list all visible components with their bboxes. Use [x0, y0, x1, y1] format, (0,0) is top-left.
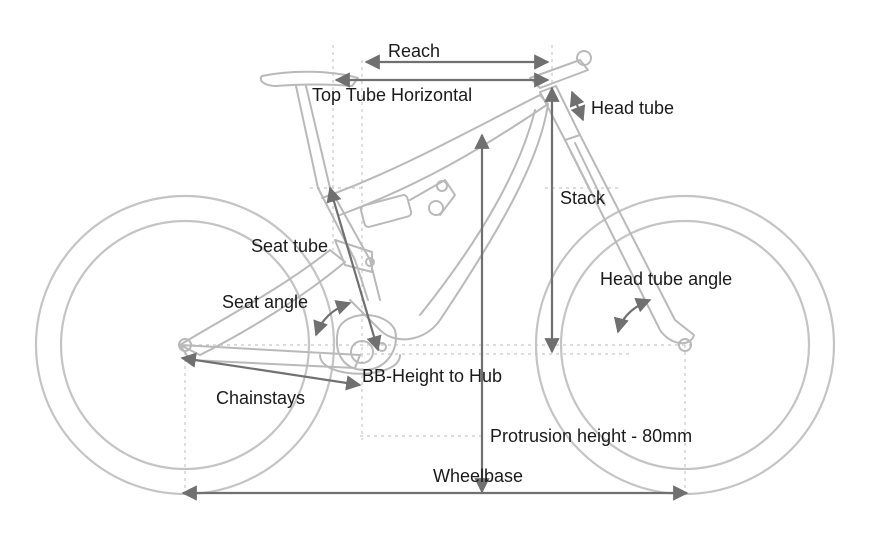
reach-label: Reach	[388, 41, 440, 61]
protrusion-height-label: Protrusion height - 80mm	[490, 426, 692, 446]
seat-tube-label: Seat tube	[251, 236, 328, 256]
head-tube-angle-label: Head tube angle	[600, 269, 732, 289]
chainstays-arrow	[180, 352, 362, 391]
bb-height-to-hub-label: BB-Height to Hub	[362, 366, 502, 386]
bike-frame	[179, 50, 695, 375]
seat-angle-label: Seat angle	[222, 292, 308, 312]
seat-angle-arc	[313, 300, 352, 337]
wheelbase-label: Wheelbase	[433, 466, 523, 486]
head-tube-label: Head tube	[591, 98, 674, 118]
head-tube-arrow	[569, 90, 586, 122]
chainstays-label: Chainstays	[216, 388, 305, 408]
dimension-labels: Reach Top Tube Horizontal Head tube Stac…	[216, 41, 732, 486]
seat-tube-arrow	[326, 186, 382, 352]
head-tube-angle-arc	[613, 298, 652, 334]
stack-label: Stack	[560, 188, 606, 208]
top-tube-horizontal-label: Top Tube Horizontal	[312, 85, 472, 105]
dimension-arrows	[180, 54, 689, 501]
